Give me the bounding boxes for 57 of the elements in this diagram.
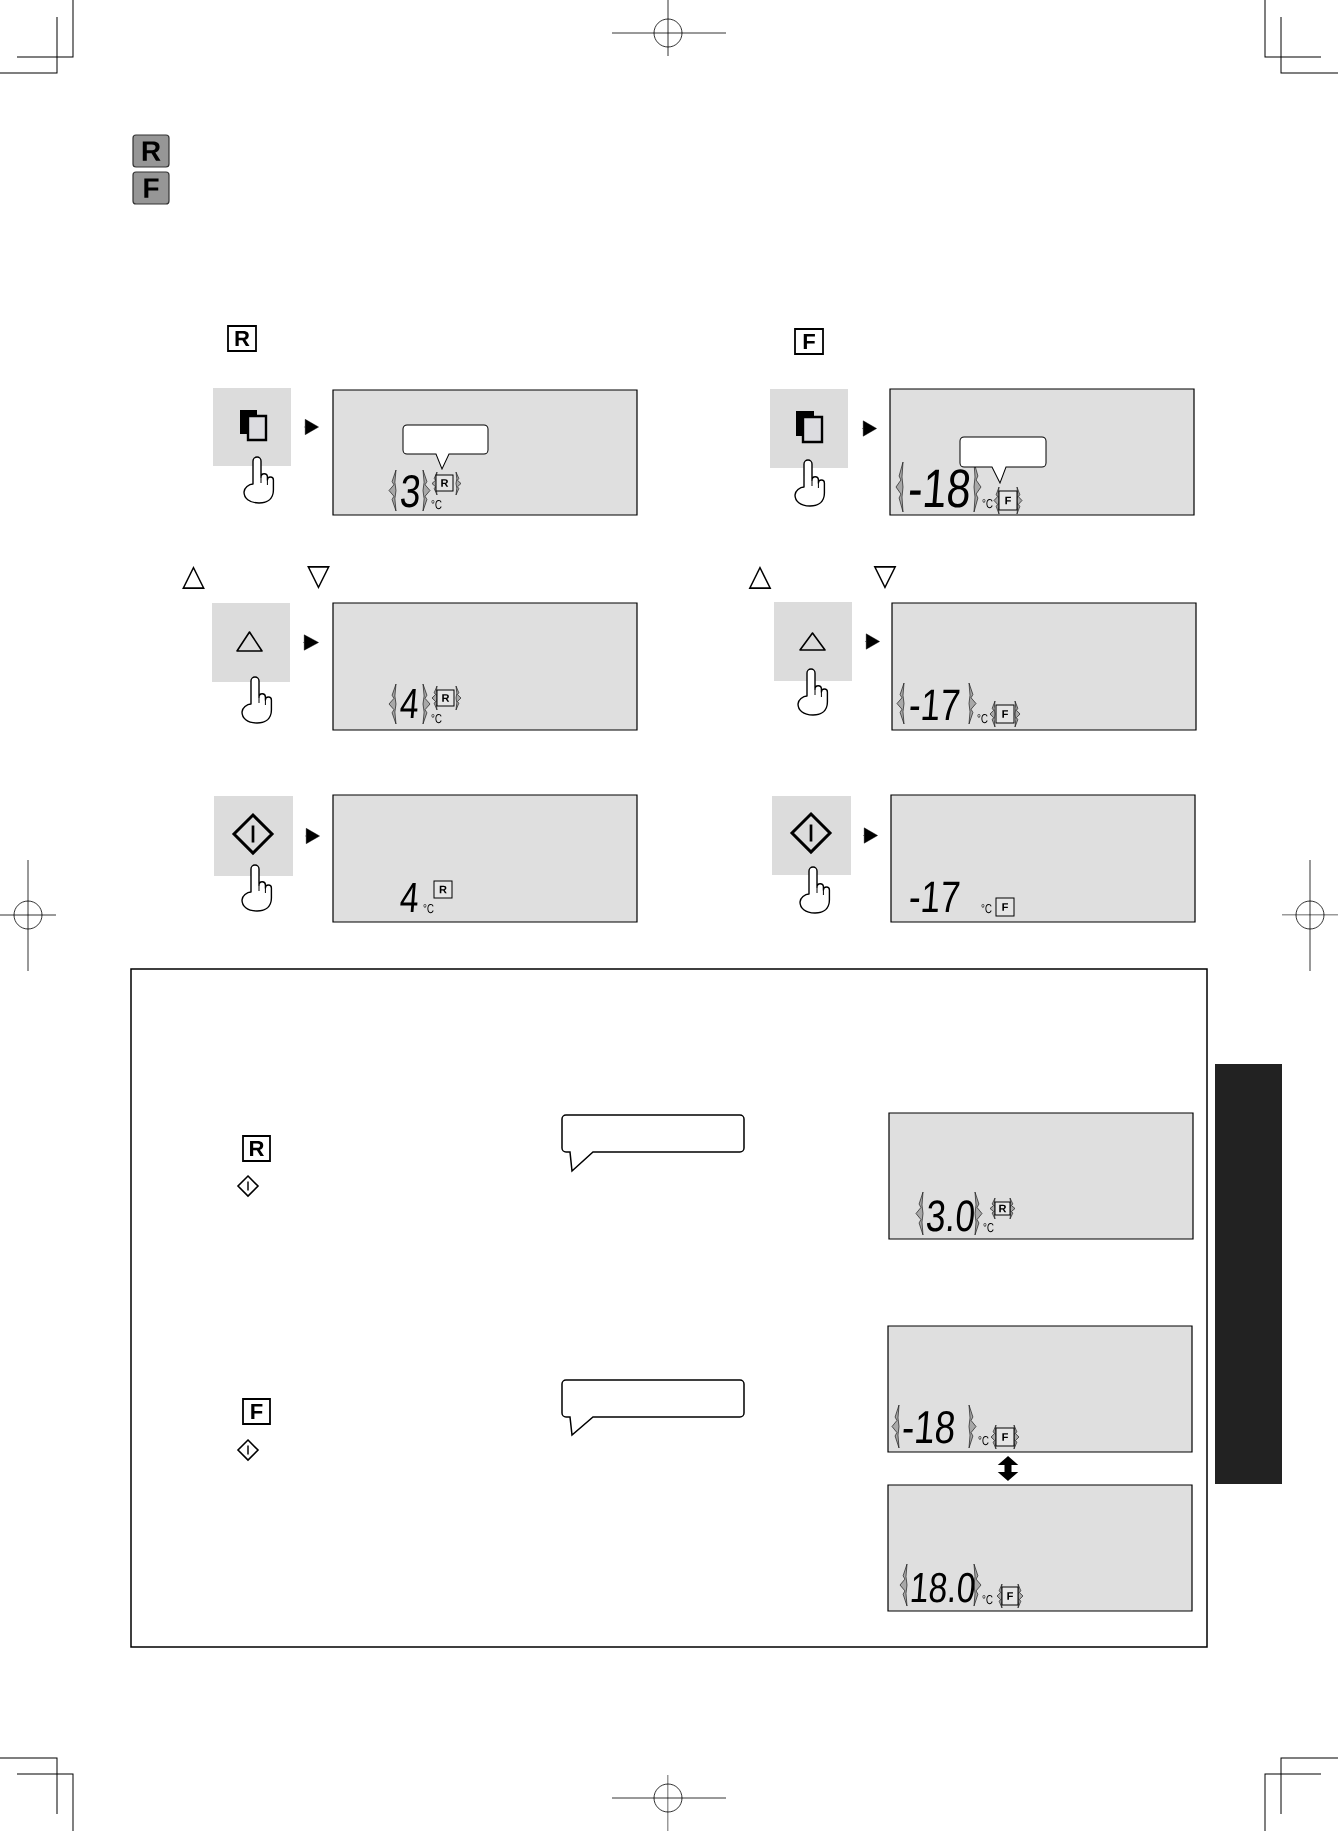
display-screen: [887, 1484, 1193, 1612]
key-symbol: △: [182, 566, 205, 589]
display-screen: [887, 1325, 1193, 1453]
unit-label: °C: [431, 499, 442, 510]
unit-label: °C: [431, 713, 442, 724]
unit-label: °C: [977, 713, 988, 724]
unit-label: °C: [981, 903, 992, 914]
arrow: [302, 634, 319, 651]
speech-bubble: [561, 1379, 745, 1436]
temperature-digits: 3.0: [927, 1200, 974, 1232]
display-screen: [891, 602, 1197, 731]
key-label: R: [436, 689, 455, 707]
key-label: R: [435, 474, 454, 492]
unit-label: °C: [982, 498, 993, 509]
display-screen: [890, 794, 1196, 923]
key-label: R: [242, 1135, 271, 1162]
key-symbol: △: [748, 566, 772, 589]
unit-label: °C: [978, 1435, 989, 1446]
key-label: F: [998, 490, 1018, 511]
display-screen: [332, 794, 638, 923]
key-label: F: [995, 897, 1015, 917]
arrow: [864, 633, 880, 650]
unit-label: °C: [983, 1222, 994, 1233]
key-label: F: [242, 1398, 271, 1425]
key-label: F: [1001, 1586, 1019, 1606]
key-symbol: ▽: [873, 566, 897, 589]
temperature-digits: 4: [400, 689, 418, 718]
key-label: R: [994, 1201, 1011, 1216]
unit-label: °C: [423, 903, 434, 914]
temperature-digits: -17: [910, 689, 960, 720]
arrow: [861, 420, 877, 437]
arrow: [862, 827, 878, 844]
key-label: F: [132, 171, 170, 205]
display-screen: [332, 602, 638, 731]
temperature-digits: 3: [401, 474, 420, 508]
key-label: R: [433, 880, 453, 899]
temperature-digits: 4: [400, 883, 418, 912]
key-symbol: ▽: [307, 566, 330, 589]
key-label: F: [794, 328, 824, 355]
section-tab: [1215, 1064, 1282, 1484]
temperature-digits: 18.0: [911, 1572, 975, 1603]
speech-bubble: [402, 424, 489, 470]
arrow: [303, 419, 319, 435]
key-label: F: [995, 1427, 1015, 1447]
display-screen: [332, 389, 638, 516]
speech-bubble: [561, 1114, 745, 1172]
key-label: R: [132, 134, 170, 168]
display-screen: [888, 1112, 1194, 1240]
unit-label: °C: [982, 1594, 993, 1605]
key-label: F: [995, 704, 1015, 724]
arrow: [997, 1456, 1019, 1481]
arrow: [304, 828, 320, 844]
display-screen: [889, 388, 1195, 516]
temperature-digits: -18: [903, 1410, 954, 1444]
temperature-digits: -17: [910, 881, 960, 912]
temperature-digits: -18: [909, 469, 970, 508]
key-label: R: [227, 325, 257, 352]
